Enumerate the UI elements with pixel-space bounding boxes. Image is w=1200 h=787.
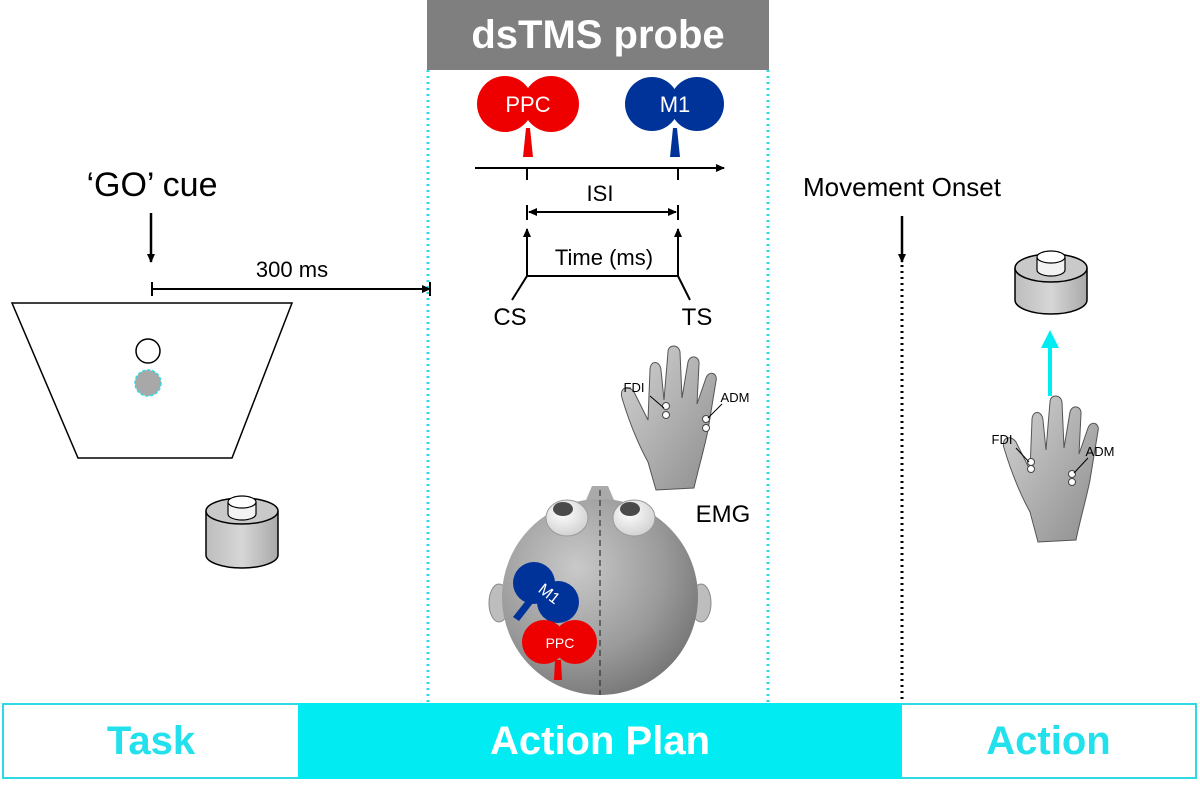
phase-action: Action [902, 703, 1197, 779]
cursor-dot [134, 369, 162, 397]
head-ppc-coil-icon [522, 620, 597, 680]
fdi-electrode-1 [662, 402, 670, 410]
head-m1-coil-icon [513, 562, 579, 623]
fdi-leader [649, 395, 665, 409]
time-label: Time (ms) [555, 245, 653, 270]
action-adm-electrode-2 [1068, 478, 1076, 486]
adm-electrode-2 [702, 424, 710, 432]
phase-task: Task [2, 703, 298, 779]
emg-label: EMG [696, 501, 751, 528]
delay-label: 300 ms [256, 257, 328, 282]
fdi-label-action: FDI [992, 432, 1013, 447]
ppc-coil-icon [477, 76, 579, 157]
action-cylinder-icon [1014, 250, 1088, 315]
probe-title: dsTMS probe [427, 0, 769, 70]
adm-electrode-1 [702, 415, 710, 423]
task-cylinder-icon [205, 495, 279, 569]
movement-onset-label: Movement Onset [803, 172, 1002, 202]
target-circle [135, 338, 161, 364]
adm-leader [707, 403, 723, 419]
action-fdi-electrode-2 [1027, 465, 1035, 473]
adm-label-plan: ADM [721, 390, 750, 405]
cs-label: CS [493, 304, 526, 331]
phase-action-plan: Action Plan [298, 703, 902, 779]
m1-coil-icon [625, 77, 724, 157]
action-adm-electrode-1 [1068, 470, 1076, 478]
ts-label: TS [682, 304, 713, 331]
ppc-coil-label: PPC [505, 92, 550, 117]
adm-label-action: ADM [1086, 444, 1115, 459]
hand-icon-action [1002, 395, 1099, 543]
hand-icon-plan [620, 345, 717, 491]
isi-label: ISI [587, 181, 614, 206]
m1-coil-label: M1 [660, 92, 691, 117]
action-adm-leader [1073, 457, 1089, 474]
action-fdi-leader [1015, 447, 1030, 463]
fdi-label-plan: FDI [624, 380, 645, 395]
go-cue-label: ‘GO’ cue [86, 166, 217, 204]
pulse-baseline [511, 275, 691, 301]
reach-arrowhead [1041, 330, 1059, 348]
head-ppc-label: PPC [546, 635, 575, 651]
fdi-electrode-2 [662, 411, 670, 419]
